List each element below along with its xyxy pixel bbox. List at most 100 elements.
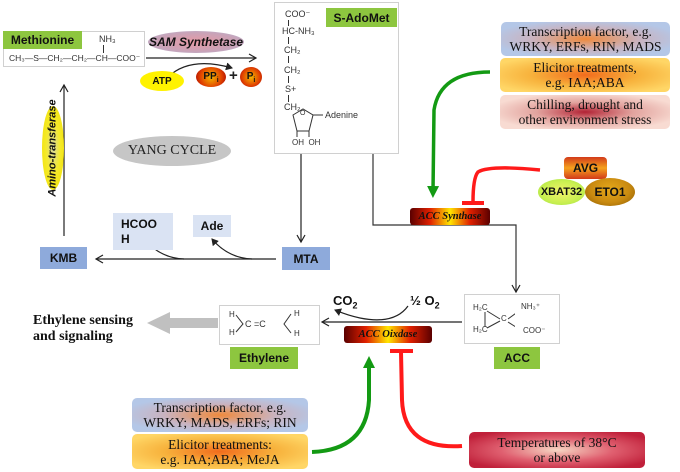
sam-synthetase-label: SAM Synthetase [148,35,244,49]
yang-cycle-title: YANG CYCLE [113,136,231,166]
arrow-sadomet-to-acc [372,153,521,294]
inhibit-arrow-acc-oxidase [399,351,463,449]
acc-h2c-bottom: H₂C [473,325,488,334]
ethylene-h4: H [294,329,300,338]
acc-coo: COO⁻ [523,326,546,335]
acc-synthase-regulator-transcription: Transcription factor, e.g. WRKY, ERFs, R… [501,22,670,56]
kmb-node: KMB [40,247,87,269]
ppi-node: PPi [196,67,226,87]
acc-ring [484,310,515,329]
co2-sub: 2 [352,300,358,311]
pi-sub: i [253,76,256,84]
atp-node: ATP [140,71,184,91]
inhibitor-line2: or above [533,450,581,465]
ethylene-label: Ethylene [230,347,298,369]
s-adomet-label: S-AdoMet [326,8,397,27]
ethylene-signaling-text: Ethylene sensing and signaling [33,313,133,345]
sadomet-oh: OH OH [292,138,321,147]
ethylene-h3: H [294,309,300,318]
ppi-label: PP [203,70,217,82]
sadomet-adenine: Adenine [325,110,359,120]
bond [288,95,289,102]
regulator-line1: Chilling, drought and [527,97,643,112]
ppi-sub: i [216,76,219,84]
ethylene-h2: H [229,328,235,337]
arrow-to-ade [211,238,253,260]
sadomet-hcnh3: HC-NH₃ [282,26,315,36]
ethylene-structure: H H C =C H H [219,305,320,345]
regulator-line1: Transcription factor, e.g. [519,24,652,39]
co2-label: CO2 [333,293,358,311]
sam-synthetase-enzyme: SAM Synthetase [148,31,244,53]
promote-arrow-acc-synthase [427,70,491,198]
ade-node: Ade [193,215,231,237]
svg-text:O: O [300,110,306,117]
amino-transferase-label: Amino-transferase [47,99,60,197]
ribose-ring: O [292,108,323,137]
acc-oxidase-reaction-curve [334,305,409,321]
acc-oxidase-enzyme: ACC Oixdase [344,326,432,343]
sadomet-coo: COO⁻ [285,9,311,19]
bond [288,56,289,63]
acc-synthase-regulator-elicitor: Elicitor treatments, e.g. IAA;ABA [500,58,670,92]
avg-inhibitor: AVG [564,157,607,179]
acc-synthase-enzyme: ACC Synthase [410,208,490,225]
inhibitor-line1: Temperatures of 38°C [497,435,617,450]
inhibit-arrow-acc-synthase [471,166,541,203]
acc-synthase-label: ACC Synthase [418,211,482,222]
sadomet-ch2-b: CH₂ [284,65,301,75]
regulator-line2: e.g. IAA;ABA; MeJA [160,451,280,467]
hcooh-line2: H [121,232,130,246]
methionine-formula: CH₃—S—CH₂—CH₂—CH—COO⁻ [9,53,141,63]
ade-label: Ade [200,219,224,233]
sadomet-ch2-a: CH₂ [284,45,301,55]
acc-oxidase-label: ACC Oixdase [358,329,418,340]
regulator-line1: Elicitor treatments, [533,60,637,75]
amino-transferase-enzyme: Amino-transferase [42,99,64,197]
hcooh-line1: HCOO [121,217,157,231]
pi-label: P [246,70,254,82]
regulator-line2: other environment stress [518,112,652,127]
atp-label: ATP [152,75,172,87]
regulator-line2: WRKY; MADS, ERFs; RIN [143,415,297,430]
acc-oxidase-regulator-elicitor: Elicitor treatments: e.g. IAA;ABA; MeJA [132,434,308,469]
methionine-nh3: NH₃ [99,34,116,44]
acc-oxidase-inhibitor-temperature: Temperatures of 38°C or above [469,432,645,468]
regulator-line2: e.g. IAA;ABA [545,75,625,90]
o2-sub: 2 [434,300,440,311]
bond [288,20,289,26]
co2-text: CO [333,293,353,308]
s-adomet-structure: COO⁻ HC-NH₃ CH₂ CH₂ S+ CH₂ O Adenine OH … [274,2,399,154]
acc-synthase-regulator-stress: Chilling, drought and other environment … [500,95,670,129]
xbat32-label: XBAT32 [540,186,583,198]
bond [288,76,289,83]
o2-text: ½ O [410,293,435,308]
sadomet-s: S+ [285,84,297,94]
ethylene-bonds [235,313,292,334]
bond [288,37,289,44]
xbat32-inhibitor: XBAT32 [538,179,585,205]
hcooh-node: HCOO H [113,213,173,250]
acc-oxidase-regulator-transcription: Transcription factor, e.g. WRKY; MADS, E… [132,398,308,432]
eto1-inhibitor: ETO1 [585,178,635,206]
avg-label: AVG [572,161,599,175]
acc-c: C [501,314,507,323]
pi-node: Pi [240,67,262,87]
acc-h2c-top: H₂C [473,303,488,312]
acc-structure: H₂C H₂C C NH₃⁺ COO⁻ [464,294,560,344]
methionine-bond [103,45,104,53]
promote-arrow-acc-oxidase [311,356,375,454]
mta-node: MTA [282,247,330,270]
signaling-line1: Ethylene sensing [33,313,133,328]
ethylene-h1: H [229,310,235,319]
ethylene-double-bond: C =C [245,319,266,329]
regulator-line2: WRKY, ERFs, RIN, MADS [509,39,662,54]
arrow-o2-to-co2 [348,309,411,321]
regulator-line1: Transcription factor, e.g. [153,400,287,415]
regulator-line1: Elicitor treatments: [168,436,272,452]
yang-cycle-label: YANG CYCLE [127,143,217,158]
o2-label: ½ O2 [410,293,440,311]
acc-nh3: NH₃⁺ [521,302,541,311]
acc-label: ACC [494,347,540,369]
